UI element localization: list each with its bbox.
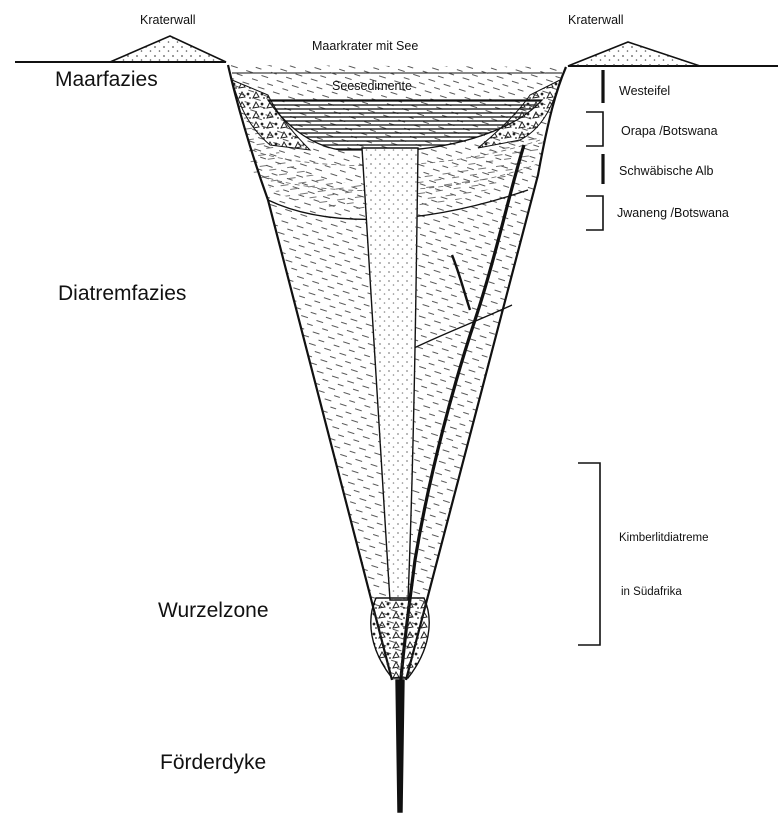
locality-westeifel: Westeifel bbox=[619, 84, 670, 98]
crater-wall-left bbox=[110, 36, 226, 62]
kraterwall-right-label: Kraterwall bbox=[568, 13, 624, 27]
seesedimente-label: Seesedimente bbox=[332, 79, 412, 93]
diatremfazies-label: Diatremfazies bbox=[58, 282, 186, 305]
orapa-bracket bbox=[586, 112, 603, 146]
foerderdyke-label: Förderdyke bbox=[160, 751, 266, 774]
locality-orapa: Orapa /Botswana bbox=[621, 124, 718, 138]
wurzelzone-label: Wurzelzone bbox=[158, 599, 269, 622]
root-zone bbox=[371, 598, 429, 678]
kimberlite-label-line1: Kimberlitdiatreme bbox=[619, 532, 708, 544]
feeder-dyke bbox=[396, 680, 404, 812]
maarfazies-label: Maarfazies bbox=[55, 68, 158, 91]
kimberlite-bracket bbox=[578, 463, 600, 645]
locality-jwaneng: Jwaneng /Botswana bbox=[617, 206, 729, 220]
crater-wall-right bbox=[568, 42, 700, 66]
jwaneng-bracket bbox=[586, 196, 603, 230]
kimberlite-label-line2: in Südafrika bbox=[621, 586, 682, 598]
maarkrater-label: Maarkrater mit See bbox=[312, 39, 418, 53]
locality-schwaebische-alb: Schwäbische Alb bbox=[619, 164, 714, 178]
kraterwall-left-label: Kraterwall bbox=[140, 13, 196, 27]
